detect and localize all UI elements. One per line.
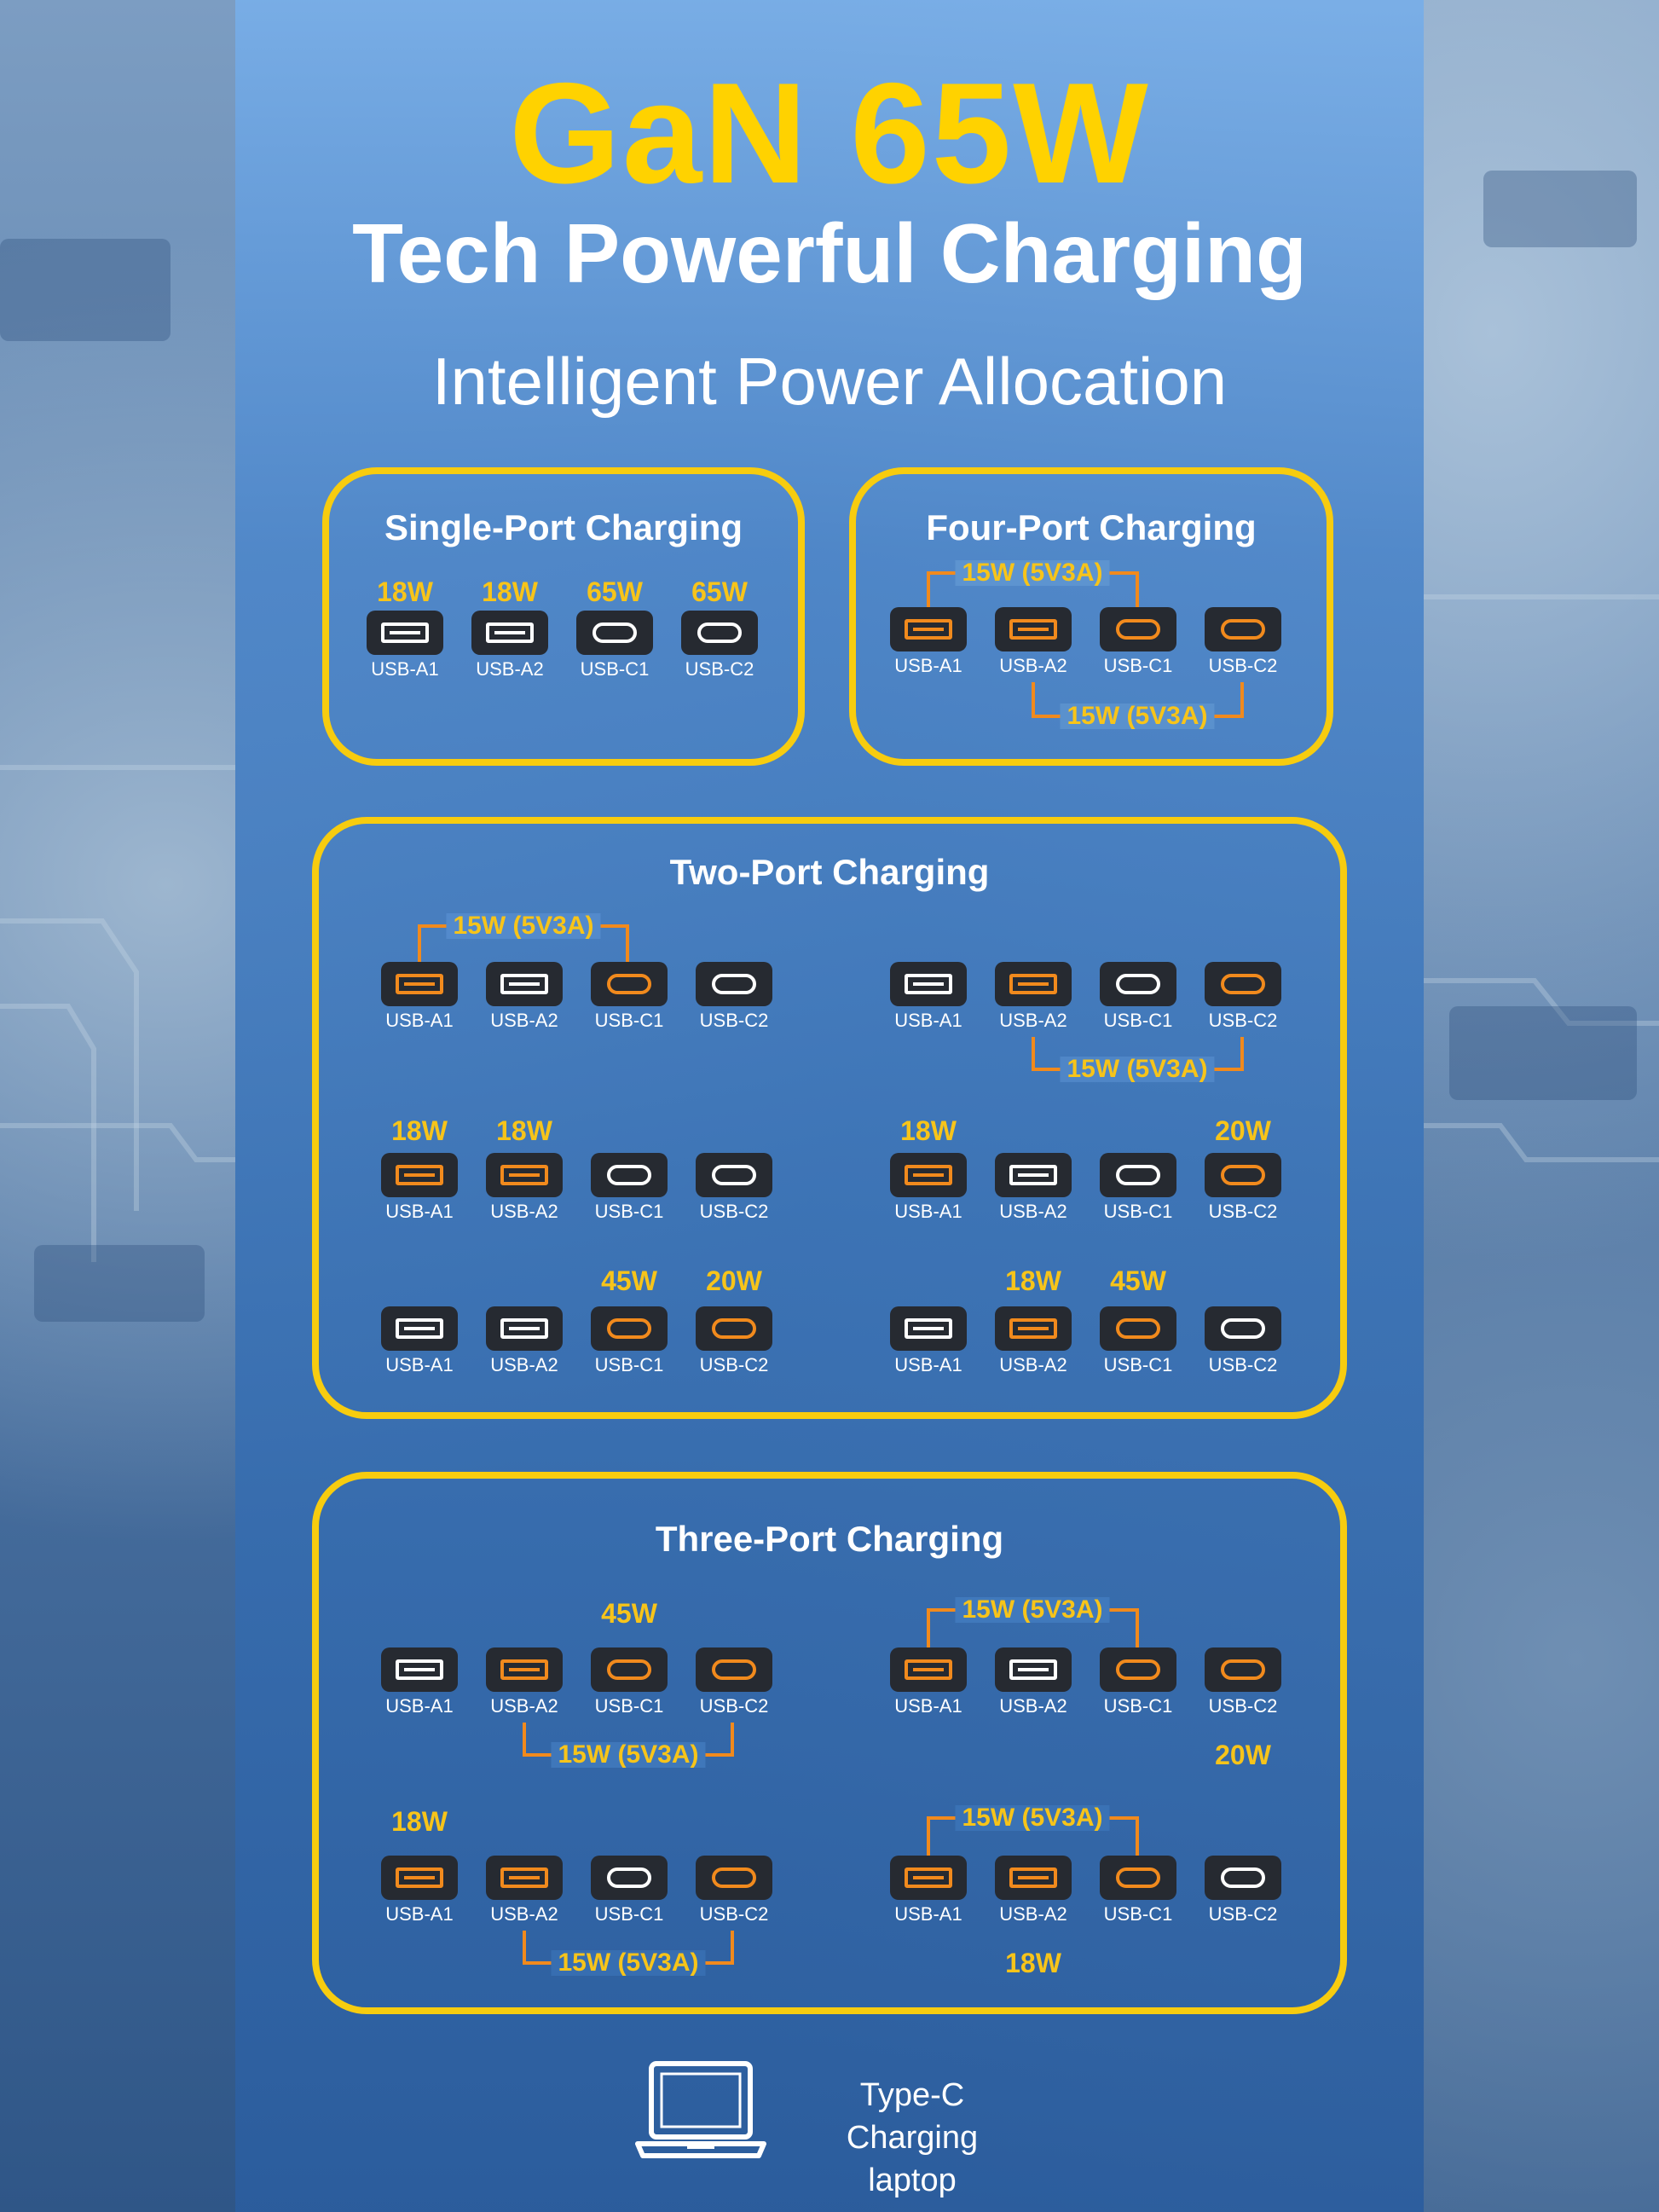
port-usb-a1: USB-A1 (381, 1856, 458, 1924)
port-usb-a2: USB-A2 (995, 1647, 1072, 1716)
four-port-box: Four-Port Charging (849, 467, 1333, 766)
port-usb-a2: USB-A2 (471, 611, 548, 679)
port-usb-a2: USB-A2 (486, 962, 563, 1030)
port-usb-c1: USB-C1 (591, 1153, 668, 1221)
port-usb-a1: USB-A1 (890, 1856, 967, 1924)
port-usb-a2: USB-A2 (995, 1306, 1072, 1375)
port-usb-a2: USB-A2 (486, 1647, 563, 1716)
legend-text: Type-C Charging laptop (801, 2074, 1023, 2202)
port-usb-a2: USB-A2 (995, 1856, 1072, 1924)
port-usb-a2: USB-A2 (995, 607, 1072, 675)
watt-c1: 45W (601, 1598, 657, 1629)
watt-a1: 18W (391, 1115, 448, 1146)
shared-label: 15W (5V3A) (955, 1597, 1110, 1623)
port-usb-c1: USB-C1 (1100, 1647, 1176, 1716)
port-usb-c2: USB-C2 (696, 1153, 772, 1221)
port-usb-a1: USB-A1 (367, 611, 443, 679)
port-usb-c2: USB-C2 (1205, 607, 1281, 675)
port-usb-c1: USB-C1 (1100, 607, 1176, 675)
watt-c1: 45W (601, 1265, 657, 1296)
watt-c2: 20W (1215, 1115, 1271, 1146)
watt-a1: 18W (900, 1115, 957, 1146)
port-usb-a2: USB-A2 (995, 962, 1072, 1030)
port-usb-c1: USB-C1 (591, 962, 668, 1030)
port-usb-c2: USB-C2 (1205, 962, 1281, 1030)
port-usb-a2: USB-A2 (486, 1153, 563, 1221)
shared-label: 15W (5V3A) (446, 913, 601, 939)
port-usb-a1: USB-A1 (381, 1647, 458, 1716)
four-port-title: Four-Port Charging (926, 507, 1257, 547)
port-usb-c1: USB-C1 (1100, 1856, 1176, 1924)
port-usb-a1: USB-A1 (890, 607, 967, 675)
three-port-title: Three-Port Charging (655, 1519, 1004, 1559)
watt-c2: 65W (691, 576, 748, 607)
shared-label: 15W (5V3A) (551, 1950, 706, 1976)
port-usb-c2: USB-C2 (1205, 1856, 1281, 1924)
watt-c2: 20W (1215, 1740, 1271, 1770)
section-heading: Intelligent Power Allocation (431, 344, 1228, 419)
shared-label-top: 15W (5V3A) (955, 560, 1110, 586)
port-usb-c1: USB-C1 (576, 611, 653, 679)
watt-c2: 20W (706, 1265, 762, 1296)
port-usb-a2: USB-A2 (995, 1153, 1072, 1221)
port-usb-c2: USB-C2 (696, 1306, 772, 1375)
main-title: GaN 65W (509, 53, 1150, 213)
laptop-icon (635, 2061, 766, 2158)
port-usb-c1: USB-C1 (591, 1856, 668, 1924)
port-usb-c1: USB-C1 (1100, 1153, 1176, 1221)
watt-a1: 18W (377, 576, 433, 607)
port-usb-a1: USB-A1 (381, 1306, 458, 1375)
port-usb-c2: USB-C2 (1205, 1306, 1281, 1375)
content-panel (235, 0, 1424, 2212)
shared-label: 15W (5V3A) (955, 1805, 1110, 1831)
port-usb-a2: USB-A2 (486, 1306, 563, 1375)
port-usb-a1: USB-A1 (890, 1306, 967, 1375)
legend-line-1: Type-C (859, 2077, 965, 2113)
port-usb-a2: USB-A2 (486, 1856, 563, 1924)
three-port-box: Three-Port Charging (312, 1472, 1347, 2014)
port-usb-c1: USB-C1 (1100, 962, 1176, 1030)
single-port-title: Single-Port Charging (384, 507, 743, 547)
port-usb-c2: USB-C2 (696, 1856, 772, 1924)
shared-label: 15W (5V3A) (551, 1742, 706, 1768)
watt-a2: 18W (1005, 1948, 1061, 1978)
port-usb-c2: USB-C2 (1205, 1153, 1281, 1221)
watt-a2: 18W (482, 576, 538, 607)
two-port-title: Two-Port Charging (669, 852, 990, 892)
port-usb-a1: USB-A1 (890, 1647, 967, 1716)
watt-a2: 18W (1005, 1265, 1061, 1296)
port-usb-c1: USB-C1 (1100, 1306, 1176, 1375)
port-usb-c2: USB-C2 (1205, 1647, 1281, 1716)
port-usb-c1: USB-C1 (591, 1647, 668, 1716)
single-port-box: Single-Port Charging (322, 467, 805, 766)
watt-c1: 45W (1110, 1265, 1166, 1296)
port-usb-c2: USB-C2 (696, 962, 772, 1030)
watt-a2: 18W (496, 1115, 552, 1146)
watt-a1: 18W (391, 1806, 448, 1837)
watt-c1: 65W (587, 576, 643, 607)
port-usb-a1: USB-A1 (890, 962, 967, 1030)
port-usb-c2: USB-C2 (696, 1647, 772, 1716)
port-usb-a1: USB-A1 (890, 1153, 967, 1221)
shared-label-bottom: 15W (5V3A) (1060, 704, 1215, 729)
two-port-box: Two-Port Charging (312, 817, 1347, 1419)
subtitle: Tech Powerful Charging (352, 206, 1307, 300)
port-usb-a1: USB-A1 (381, 962, 458, 1030)
legend-line-2: Charging laptop (846, 2120, 979, 2198)
port-usb-a1: USB-A1 (381, 1153, 458, 1221)
port-usb-c2: USB-C2 (681, 611, 758, 679)
shared-label: 15W (5V3A) (1060, 1057, 1215, 1082)
port-usb-c1: USB-C1 (591, 1306, 668, 1375)
